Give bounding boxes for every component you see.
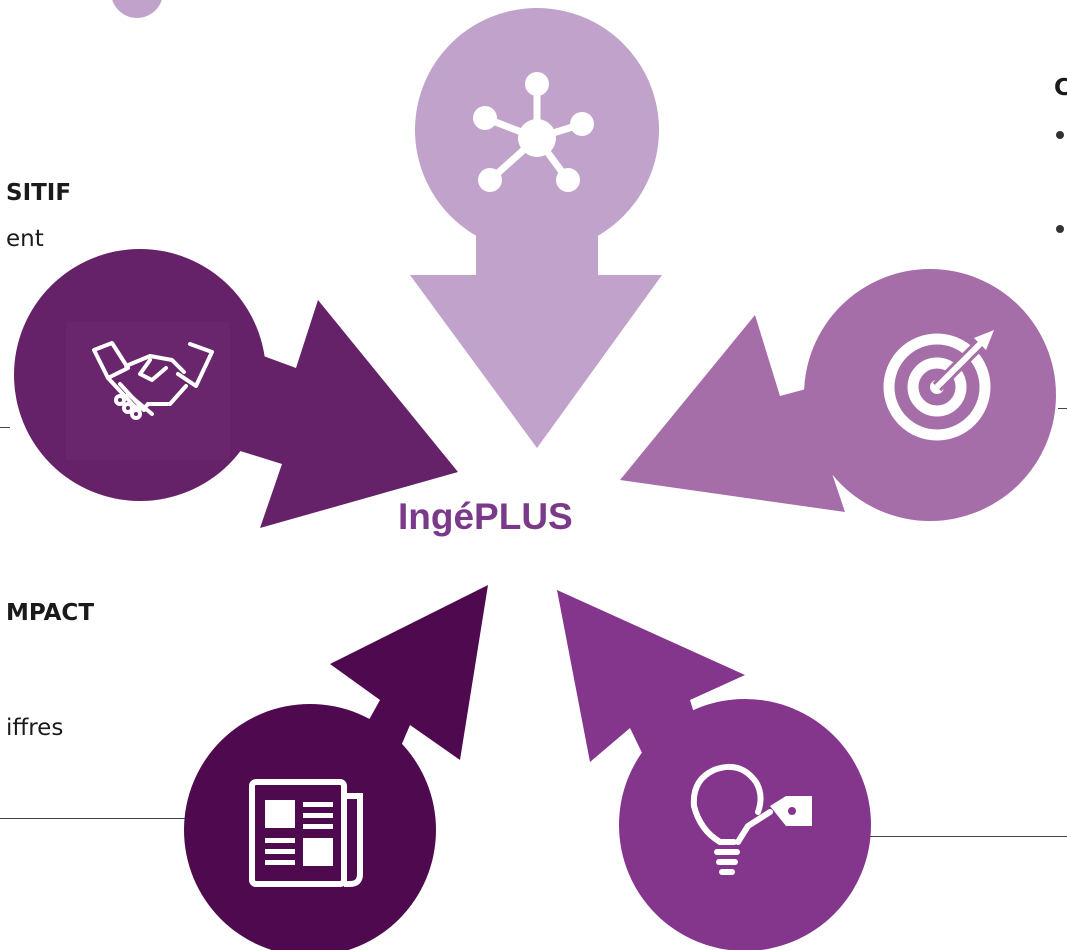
right-bullet-2 xyxy=(1056,225,1064,233)
lightbulb-tag-icon xyxy=(690,764,773,875)
left-node xyxy=(14,249,458,528)
right-bullet-1 xyxy=(1056,131,1064,139)
network-icon xyxy=(473,72,594,192)
right-arrow xyxy=(620,315,870,512)
left-arrow xyxy=(205,300,458,528)
bottom-right-node xyxy=(557,590,871,950)
center-label: IngéPLUS xyxy=(398,496,573,537)
bottom-right-circle xyxy=(619,699,871,950)
top-arrow xyxy=(410,170,662,448)
handshake-icon xyxy=(92,341,214,420)
newspaper-icon xyxy=(249,779,363,887)
right-bottom-rule xyxy=(870,836,1067,837)
right-circle xyxy=(804,269,1056,521)
right-heading-fragment: C xyxy=(1054,75,1067,101)
target-icon xyxy=(883,333,991,441)
left-bottom-rule xyxy=(0,818,185,819)
left-block2-heading: MPACT xyxy=(6,600,95,626)
left-block1-line: ent xyxy=(6,226,44,252)
bottom-left-node xyxy=(184,585,488,950)
right-top-rule xyxy=(1058,408,1067,409)
left-top-rule xyxy=(0,427,10,428)
top-node xyxy=(410,8,662,448)
left-block1-heading: SITIF xyxy=(6,180,72,206)
left-block2-line: iffres xyxy=(6,715,64,741)
right-node xyxy=(620,269,1056,521)
